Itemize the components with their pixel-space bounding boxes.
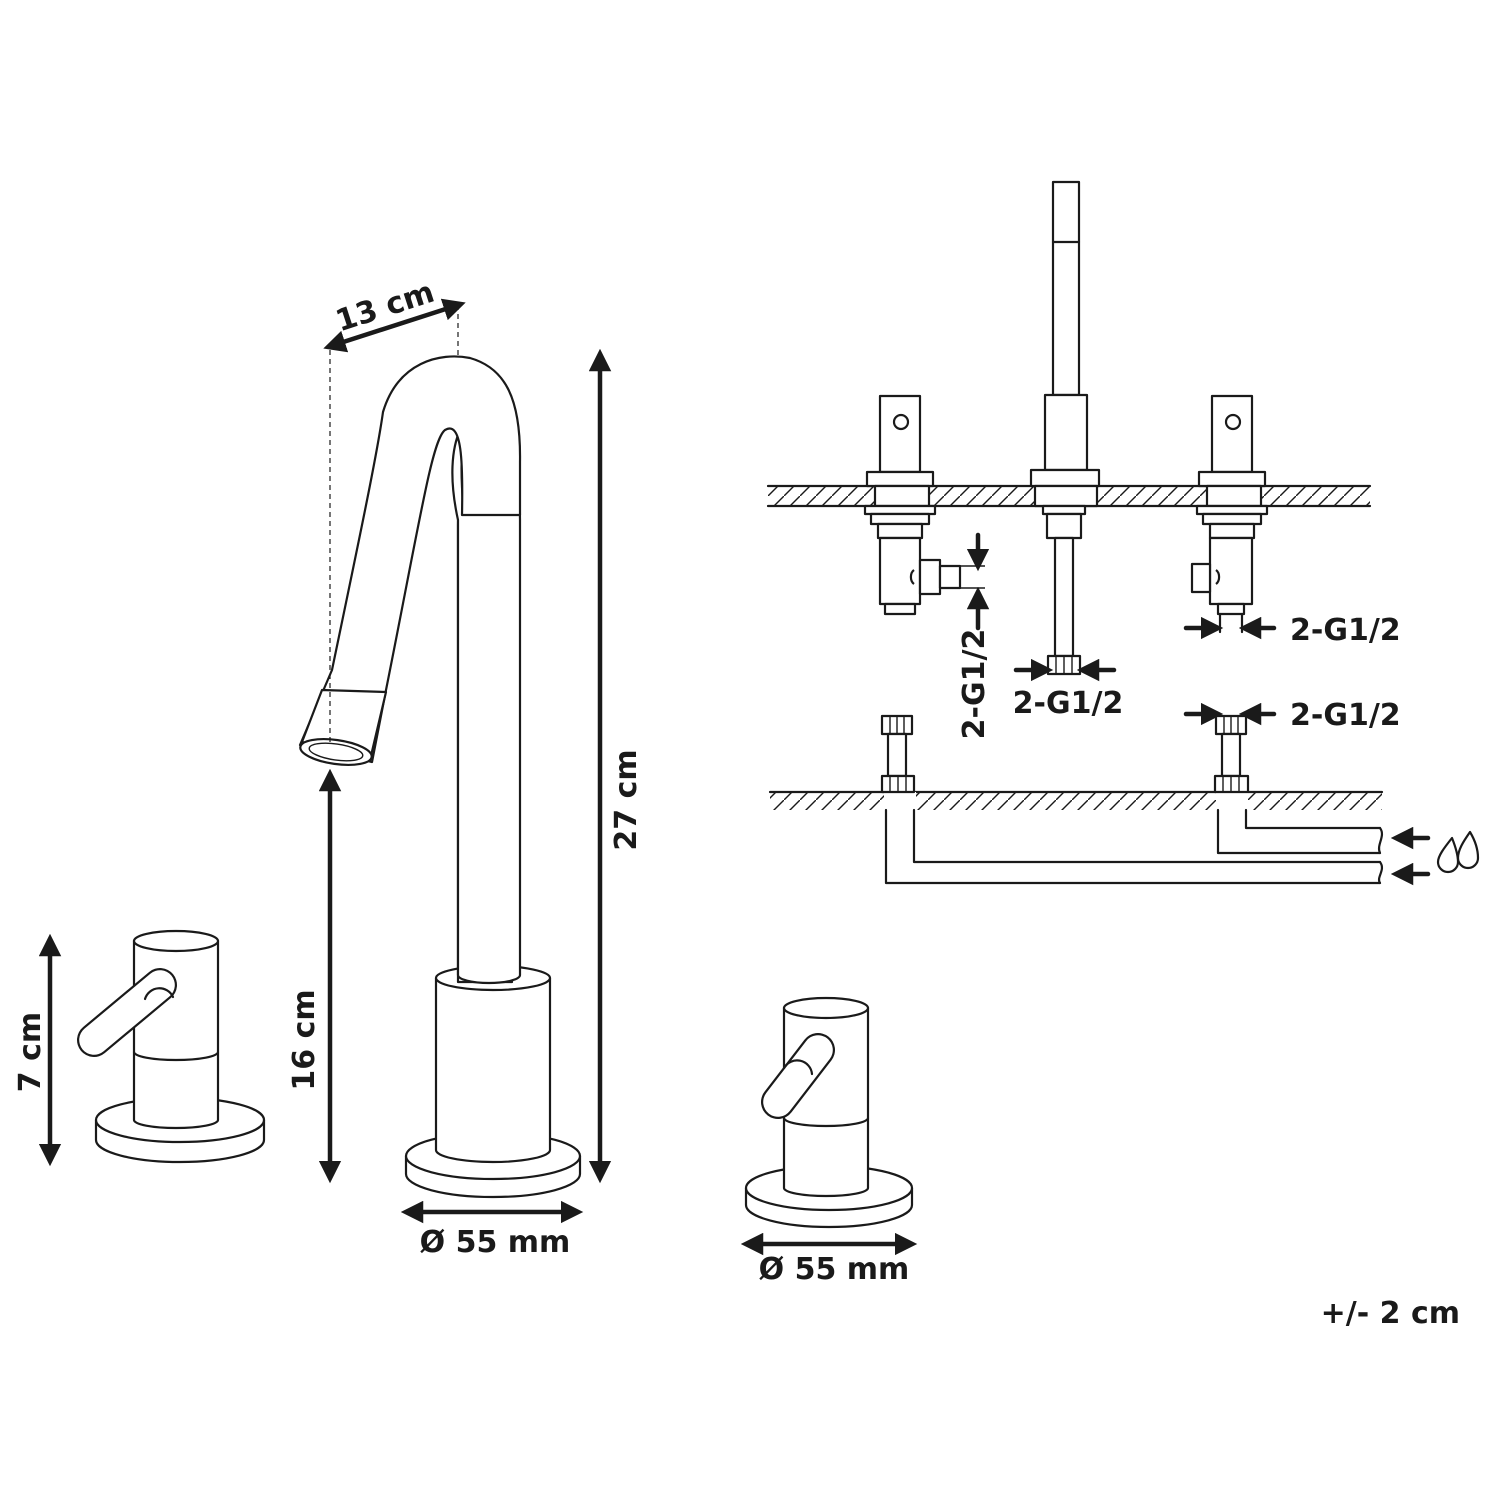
center-outlet-label: 2-G1/2 [1013,686,1124,721]
supply-flow-arrows [1390,826,1431,886]
total-height-label: 27 cm [609,749,644,850]
right-supply-fitting [1213,714,1250,794]
water-drops-icon [1436,830,1480,874]
right-valve-outlet-label: 2-G1/2 [1290,613,1401,648]
right-handle-drawing [744,996,914,1229]
handle-height-label: 7 cm [13,1012,48,1092]
supply-pipes [884,808,1384,885]
spout-drawing [298,305,582,1199]
left-valve-outlet-label: 2-G1/2 [957,629,992,740]
center-spout-assembly [1029,180,1101,676]
left-valve-outlet-dimension [960,532,990,631]
tolerance-note: +/- 2 cm [1321,1296,1460,1331]
spout-base-diameter-label: Ø 55 mm [420,1225,571,1260]
spout-height-label: 16 cm [287,989,322,1090]
left-handle-drawing [77,929,266,1164]
supply-wall-section [768,790,1384,810]
supply-fitting-label: 2-G1/2 [1290,698,1401,733]
right-valve-assembly [1190,394,1269,634]
handle-base-diameter-label: Ø 55 mm [759,1252,910,1287]
left-supply-fitting [880,714,916,794]
spout-reach-dimension [323,298,466,353]
left-valve-assembly [863,394,962,616]
